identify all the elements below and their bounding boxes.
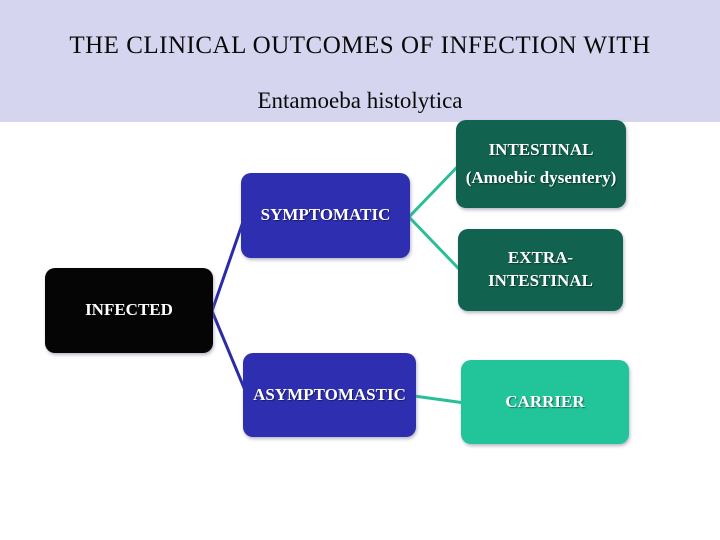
node-symptomatic: SYMPTOMATIC bbox=[241, 173, 410, 258]
node-intestinal: INTESTINAL (Amoebic dysentery) bbox=[456, 120, 626, 208]
node-carrier: CARRIER bbox=[461, 360, 629, 444]
node-infected: INFECTED bbox=[45, 268, 213, 353]
node-symptomatic-label: SYMPTOMATIC bbox=[260, 205, 391, 225]
node-asymptomastic-label: ASYMPTOMASTIC bbox=[253, 384, 406, 404]
page-subtitle: Entamoeba histolytica bbox=[257, 88, 463, 113]
node-extra-intestinal-label: EXTRA- INTESTINAL bbox=[488, 248, 593, 290]
node-infected-label: INFECTED bbox=[85, 300, 173, 320]
connector-symptomatic-intestinal bbox=[407, 162, 462, 219]
node-carrier-label: CARRIER bbox=[505, 391, 585, 411]
title-band bbox=[0, 0, 720, 122]
connector-symptomatic-extraintestinal bbox=[407, 215, 462, 272]
connector-asymptomastic-carrier bbox=[413, 394, 466, 405]
node-extra-intestinal: EXTRA- INTESTINAL bbox=[458, 229, 623, 311]
node-intestinal-label: INTESTINAL bbox=[488, 139, 594, 159]
node-asymptomastic: ASYMPTOMASTIC bbox=[243, 353, 416, 437]
connector-infected-asymptomastic bbox=[210, 310, 249, 396]
node-intestinal-sublabel: (Amoebic dysentery) bbox=[465, 167, 617, 187]
connector-infected-symptomatic bbox=[210, 215, 247, 312]
page-title: THE CLINICAL OUTCOMES OF INFECTION WITH bbox=[69, 32, 651, 59]
